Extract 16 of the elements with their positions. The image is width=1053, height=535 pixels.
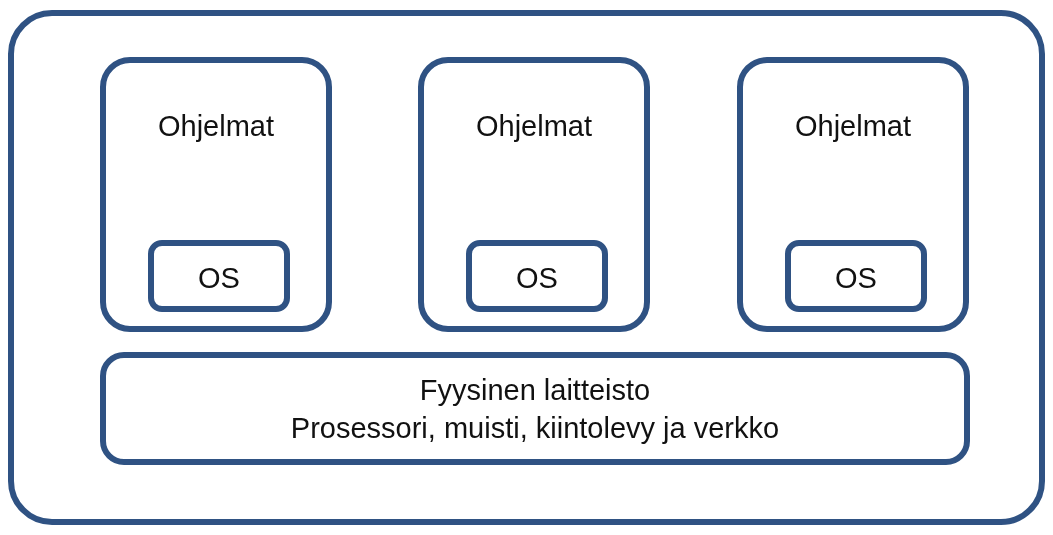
box-title: OS — [515, 261, 559, 296]
os-box — [785, 240, 927, 312]
os-box — [466, 240, 608, 312]
os-box — [148, 240, 290, 312]
box-title: Ohjelmat — [474, 109, 593, 144]
box-title: Fyysinen laitteisto — [418, 373, 652, 408]
vm-box — [100, 57, 332, 332]
box-title: Ohjelmat — [793, 109, 912, 144]
hardware-box — [100, 352, 970, 465]
box-description: Prosessori, muisti, kiintolevy ja verkko — [289, 411, 781, 446]
box-title: OS — [197, 261, 241, 296]
server-box — [8, 10, 1045, 525]
box-title: Ohjelmat — [156, 109, 275, 144]
vm-box — [418, 57, 650, 332]
box-title: OS — [834, 261, 878, 296]
vm-box — [737, 57, 969, 332]
